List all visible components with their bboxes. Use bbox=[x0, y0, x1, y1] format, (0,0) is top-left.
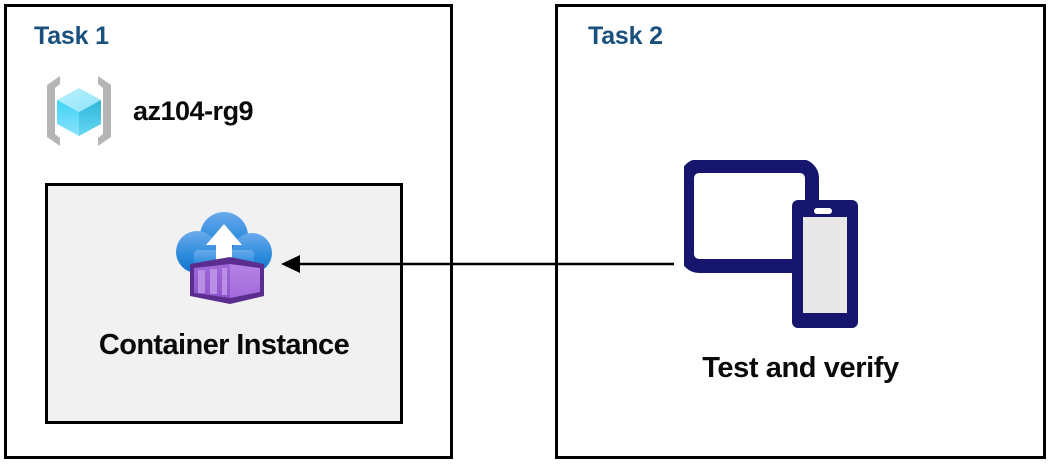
arrow-task2-to-container-instance bbox=[281, 255, 674, 273]
resource-group-row: az104-rg9 bbox=[37, 69, 254, 153]
test-and-verify-label: Test and verify bbox=[702, 352, 899, 384]
task-2-title: Task 2 bbox=[588, 22, 663, 50]
task-1-title: Task 1 bbox=[34, 22, 109, 50]
task-2-panel: Task 2 bbox=[555, 4, 1046, 459]
azure-container-instance-icon bbox=[176, 212, 272, 304]
container-instance-box: Container Instance bbox=[45, 183, 403, 424]
task-1-panel: Task 1 bbox=[4, 4, 453, 459]
resource-group-label: az104-rg9 bbox=[133, 95, 254, 126]
azure-resource-group-icon bbox=[47, 76, 111, 146]
container-instance-label: Container Instance bbox=[98, 329, 350, 361]
devices-tablet-phone-icon bbox=[684, 160, 858, 328]
